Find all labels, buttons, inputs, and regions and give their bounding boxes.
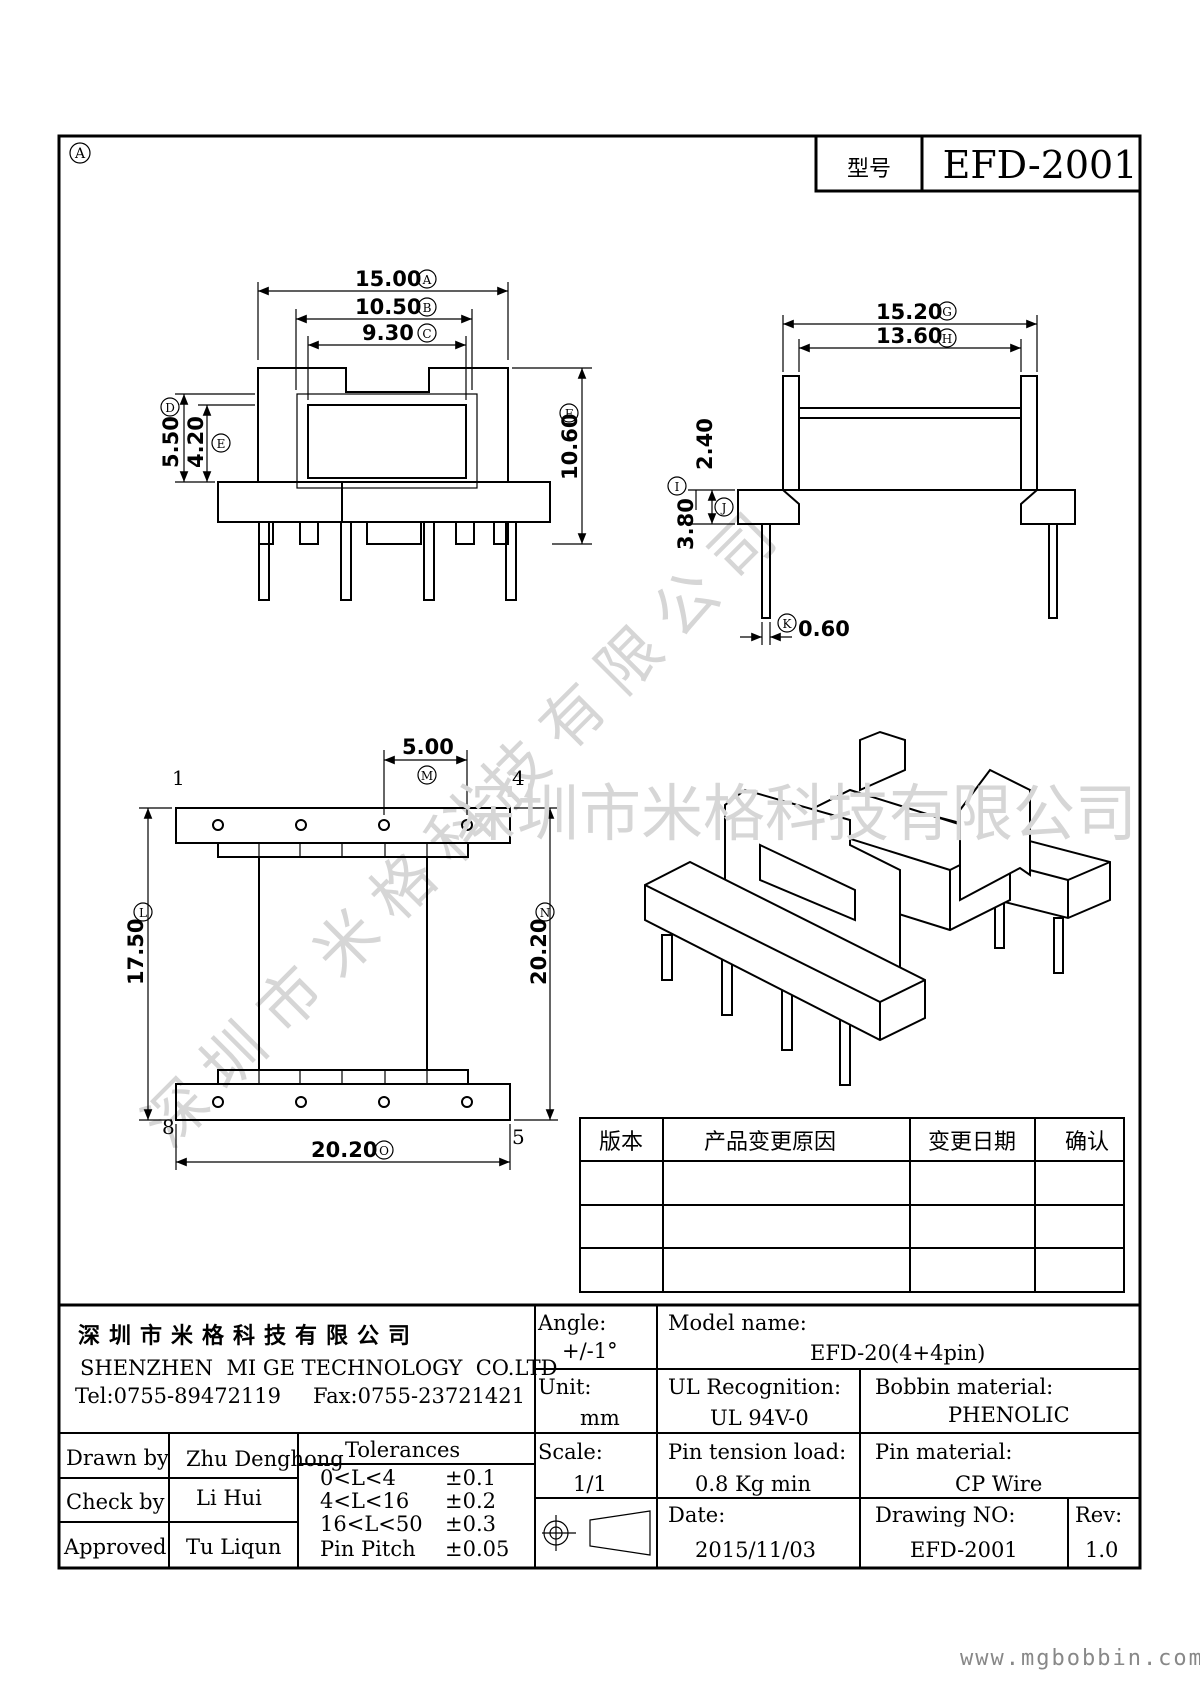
model-header-box: 型号 EFD-2001	[814, 134, 1142, 193]
bobbin-label: Bobbin material:	[875, 1375, 1053, 1399]
model-name-value: EFD-20(4+4pin)	[810, 1341, 985, 1365]
model-name-label: Model name:	[668, 1311, 807, 1335]
scale-value: 1/1	[573, 1472, 607, 1496]
rev-label: Rev:	[1075, 1503, 1122, 1527]
dim-height-e: 4.20	[184, 416, 208, 468]
tol-range-2: 16<L<50	[320, 1512, 423, 1536]
dim-side-width-g: 15.20	[876, 300, 942, 324]
rev-header-version: 版本	[599, 1130, 643, 1155]
pin-tension-value: 0.8 Kg min	[695, 1472, 811, 1496]
dim-pin-k: 0.60	[798, 617, 850, 641]
pin-label-5: 5	[512, 1125, 525, 1149]
model-value: EFD-2001	[943, 143, 1138, 187]
revision-table: 版本 产品变更原因 变更日期 确认	[579, 1117, 1125, 1293]
isometric-view	[644, 730, 1111, 1086]
website-watermark: www.mgbobbin.com	[960, 1646, 1200, 1671]
tol-value-2: ±0.3	[445, 1512, 496, 1536]
tol-value-0: ±0.1	[445, 1466, 496, 1490]
svg-text:E: E	[217, 437, 226, 451]
check-by-value: Li Hui	[196, 1486, 262, 1510]
svg-text:D: D	[165, 401, 175, 415]
approved-label: Approved	[63, 1535, 166, 1559]
tol-range-1: 4<L<16	[320, 1489, 409, 1513]
unit-label: Unit:	[538, 1375, 591, 1399]
front-dimensions: 15.00 A 10.50 B 9.30 C 5.50 D 4.20 E 10.…	[159, 267, 592, 545]
check-by-label: Check by	[66, 1490, 165, 1514]
angle-value: +/-1°	[562, 1339, 618, 1363]
rev-header-reason: 产品变更原因	[704, 1130, 836, 1155]
svg-text:N: N	[540, 906, 551, 920]
svg-text:F: F	[565, 407, 573, 421]
title-block	[59, 1303, 1140, 1568]
scale-label: Scale:	[538, 1440, 603, 1464]
dim-height-d: 5.50	[159, 416, 183, 468]
ul-label: UL Recognition:	[668, 1375, 841, 1399]
angle-label: Angle:	[537, 1311, 606, 1335]
rev-value: 1.0	[1085, 1538, 1118, 1562]
unit-value: mm	[580, 1406, 620, 1430]
dim-height-f: 10.60	[558, 414, 582, 480]
company-fax: Fax:0755-23721421	[313, 1384, 525, 1408]
pin-label-8: 8	[162, 1115, 175, 1139]
bobbin-value: PHENOLIC	[948, 1403, 1070, 1427]
svg-text:I: I	[675, 480, 680, 494]
svg-text:B: B	[423, 301, 432, 315]
company-tel: Tel:0755-89472119	[75, 1384, 281, 1408]
dim-front-width-c: 9.30	[362, 321, 414, 345]
dim-side-height-i: 3.80	[674, 498, 698, 550]
dim-length-l: 17.50	[124, 919, 148, 985]
pin-tension-label: Pin tension load:	[668, 1440, 846, 1464]
dim-side-width-h: 13.60	[876, 324, 942, 348]
tol-value-1: ±0.2	[445, 1489, 496, 1513]
dim-front-width-b: 10.50	[355, 295, 421, 319]
svg-text:A: A	[422, 273, 432, 287]
bottom-dimensions: 5.00 M 17.50 L 20.20 N 20.20 O	[124, 735, 558, 1170]
bottom-view	[175, 807, 511, 1121]
dim-pitch-m: 5.00	[402, 735, 454, 759]
drawn-by-label: Drawn by	[66, 1446, 169, 1470]
dim-side-height-j: 2.40	[693, 418, 717, 470]
ul-value: UL 94V-0	[710, 1406, 809, 1430]
company-name-en: SHENZHEN MI GE TECHNOLOGY CO.LTD	[80, 1356, 558, 1380]
projection-symbol-icon	[542, 1510, 651, 1556]
svg-text:K: K	[783, 617, 793, 631]
model-label: 型号	[847, 157, 891, 182]
revision-mark: A	[69, 142, 91, 164]
side-dimensions: 15.20 G 13.60 H 3.80 I 2.40 J K 0.60	[667, 300, 1038, 645]
rev-header-date: 变更日期	[928, 1130, 1016, 1155]
approved-value: Tu Liqun	[186, 1535, 281, 1559]
date-label: Date:	[668, 1503, 725, 1527]
pin-label-1: 1	[172, 766, 185, 790]
tolerances-title: Tolerances	[345, 1438, 460, 1462]
svg-text:H: H	[942, 332, 952, 346]
rev-header-confirm: 确认	[1065, 1130, 1109, 1155]
tol-value-3: ±0.05	[445, 1537, 509, 1561]
pin-label-4: 4	[512, 766, 525, 790]
watermark-overlay: 深圳市米格科技有限公司	[455, 777, 1137, 850]
svg-text:L: L	[139, 906, 147, 920]
svg-text:C: C	[422, 327, 431, 341]
pin-material-label: Pin material:	[875, 1440, 1012, 1464]
dim-width-o: 20.20	[311, 1138, 377, 1162]
drawing-no-label: Drawing NO:	[875, 1503, 1015, 1527]
drawing-frame	[57, 134, 1142, 1570]
svg-text:J: J	[720, 501, 727, 515]
drawing-no-value: EFD-2001	[910, 1538, 1018, 1562]
dim-length-n: 20.20	[527, 919, 551, 985]
front-view	[217, 367, 551, 601]
svg-text:A: A	[74, 146, 86, 162]
tol-range-3: Pin Pitch	[320, 1537, 416, 1561]
tol-range-0: 0<L<4	[320, 1466, 396, 1490]
svg-text:O: O	[379, 1144, 389, 1158]
dim-front-width-a: 15.00	[355, 267, 421, 291]
svg-text:M: M	[421, 769, 433, 783]
svg-text:G: G	[942, 305, 952, 319]
drawn-by-value: Zhu Denghong	[186, 1447, 344, 1471]
company-name-cn: 深圳市米格科技有限公司	[78, 1323, 419, 1349]
date-value: 2015/11/03	[695, 1538, 816, 1562]
side-view	[737, 375, 1076, 619]
pin-material-value: CP Wire	[955, 1472, 1042, 1496]
